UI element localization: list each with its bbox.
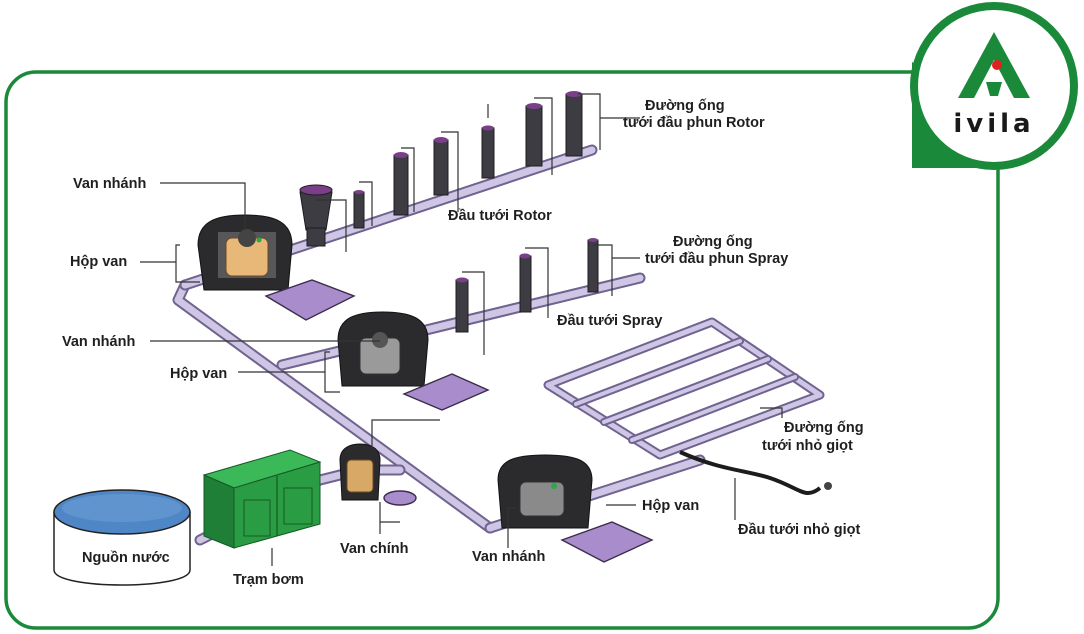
valve-box-1 [197,214,293,291]
label-rotor-head: Đầu tưới Rotor [448,208,552,224]
brand-logo: ivila [910,2,1078,170]
valve-lid-1 [264,279,356,321]
valve-lid-2 [402,373,490,411]
label-valve-box-2: Hộp van [170,366,227,382]
label-drip-pipe-1: Đường ống [784,420,864,436]
drip-grid [543,317,832,495]
water-source [53,489,191,586]
valve-box-2 [337,311,429,387]
labels: Đường ống tưới đầu phun Rotor Đầu tưới R… [62,98,864,588]
main-valve [339,443,381,501]
logo-mark-icon [958,32,1030,98]
label-spray-pipe-1: Đường ống [673,234,753,250]
spray-heads [455,238,599,333]
valve-box-3 [497,454,593,529]
pump-station [202,449,322,549]
rotor-heads [299,91,583,247]
label-valve-box-3: Hộp van [642,498,699,514]
leader-lines [140,93,783,566]
label-valve-box-1: Hộp van [70,254,127,270]
drip-emitter-icon [824,482,832,490]
drip-tube [679,450,822,495]
label-rotor-pipe-2: tưới đầu phun Rotor [623,115,765,131]
label-spray-head: Đầu tưới Spray [557,313,662,329]
branch-valve-3-icon [519,481,565,517]
label-branch-valve-2: Van nhánh [62,334,135,350]
main-valve-icon [346,459,374,493]
label-spray-pipe-2: tưới đầu phun Spray [645,251,788,267]
label-branch-valve-1: Van nhánh [73,176,146,192]
label-pump-station: Trạm bơm [233,572,304,588]
label-drip-pipe-2: tưới nhỏ giọt [762,438,853,454]
valve-lid-3 [560,521,654,563]
logo-text: ivila [953,109,1034,139]
label-water-source: Nguồn nước [82,550,170,566]
label-drip-head: Đầu tưới nhỏ giọt [738,522,860,538]
label-rotor-pipe-1: Đường ống [645,98,725,114]
logo-dot-icon [992,60,1002,70]
main-valve-lid [383,490,417,506]
label-branch-valve-3: Van nhánh [472,549,545,565]
label-main-valve: Van chính [340,541,409,557]
